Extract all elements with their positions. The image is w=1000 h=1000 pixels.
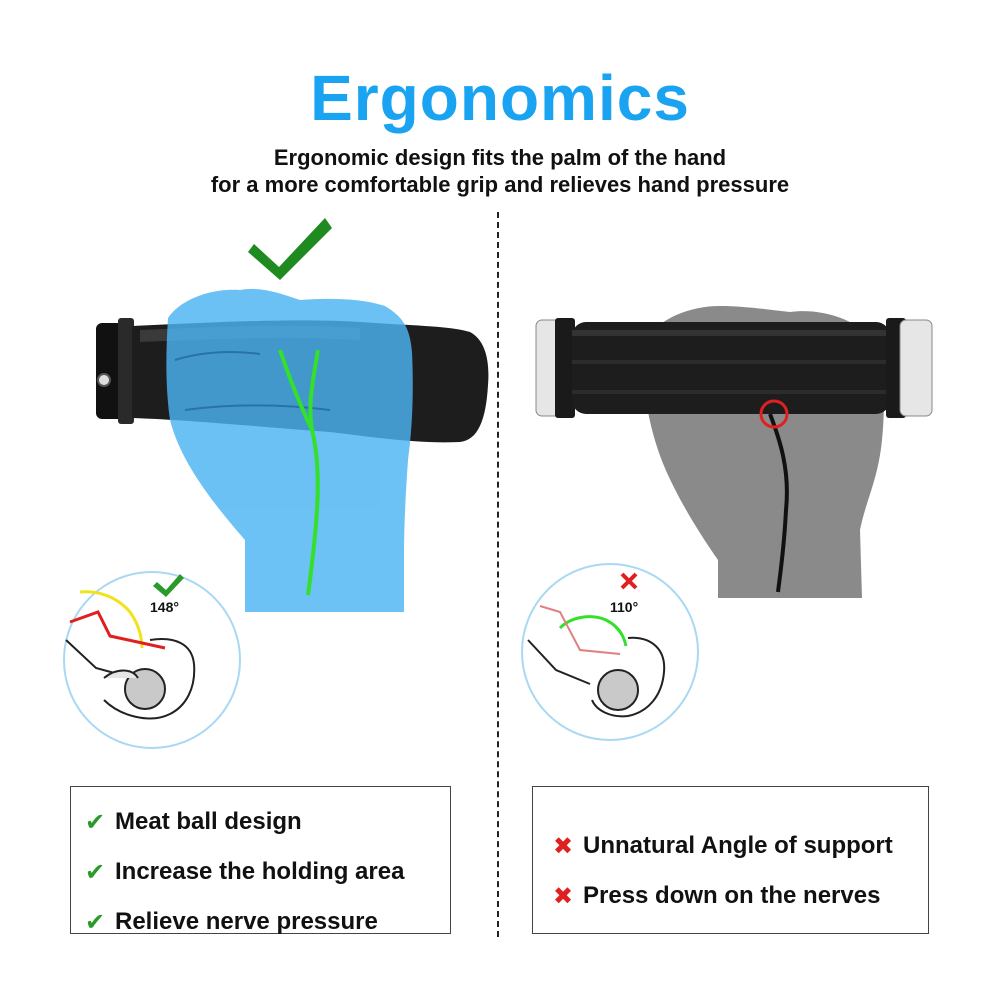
feature-item: ✔ Relieve nerve pressure [71, 897, 450, 947]
feature-label: Relieve nerve pressure [115, 908, 378, 935]
good-angle-diagram [63, 571, 241, 749]
straight-grip [535, 318, 933, 418]
page-title: Ergonomics [310, 62, 690, 134]
large-check-icon [248, 218, 332, 280]
cross-icon: ✖ [553, 832, 574, 860]
features-box: ✔ Meat ball design ✔ Increase the holdin… [70, 786, 451, 936]
small-check-icon [153, 574, 184, 597]
bad-angle-label: 110° [610, 599, 639, 615]
green-nerve [278, 349, 320, 596]
drawbacks-box: ✖ Unnatural Angle of support ✖ Press dow… [532, 786, 929, 934]
feature-item: ✔ Increase the holding area [71, 847, 450, 897]
feature-label: Increase the holding area [115, 858, 405, 885]
blue-hand [166, 288, 413, 612]
dashed-divider [497, 212, 499, 937]
cross-icon: ✖ [553, 882, 574, 910]
check-icon: ✔ [85, 858, 106, 886]
small-cross-icon [620, 572, 638, 590]
good-angle-label: 148° [150, 599, 179, 615]
feature-item: ✔ Meat ball design [71, 797, 450, 847]
drawback-item: ✖ Press down on the nerves [533, 871, 928, 921]
black-nerve [768, 413, 789, 593]
subtitle-line-1: Ergonomic design fits the palm of the ha… [273, 145, 727, 170]
bad-angle-diagram [521, 563, 699, 741]
subtitle-line-2: for a more comfortable grip and relieves… [210, 172, 790, 197]
check-icon: ✔ [85, 808, 106, 836]
feature-label: Meat ball design [115, 808, 302, 835]
page-subtitle: Ergonomic design fits the palm of the ha… [0, 144, 1000, 198]
check-icon: ✔ [85, 908, 106, 936]
pressure-point-marker [759, 399, 789, 429]
drawback-label: Unnatural Angle of support [583, 832, 893, 859]
drawback-label: Press down on the nerves [583, 882, 881, 909]
drawback-item: ✖ Unnatural Angle of support [533, 821, 928, 871]
